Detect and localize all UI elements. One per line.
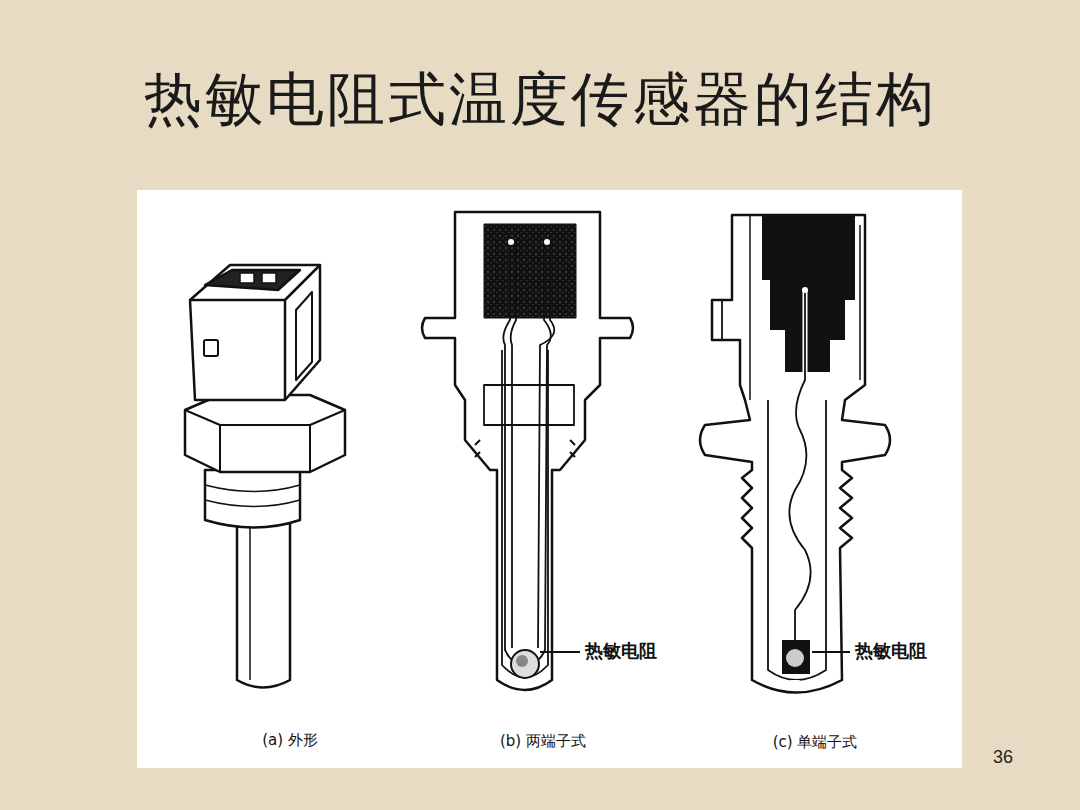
part-label: 热敏电阻 (853, 639, 929, 663)
slide-title: 热敏电阻式温度传感器的结构 (144, 61, 937, 139)
page-number: 36 (993, 747, 1013, 768)
single-terminal-section (700, 215, 890, 693)
figure-caption: (c) 单端子式 (773, 733, 858, 752)
white-panel (137, 190, 962, 768)
figure-caption: (a) 外形 (262, 731, 318, 750)
leader-line (540, 651, 580, 653)
two-terminal-section (422, 212, 633, 690)
leader-line (812, 651, 850, 653)
figure-caption: (b) 两端子式 (500, 732, 586, 751)
sensor-exterior (185, 265, 345, 688)
part-label: 热敏电阻 (583, 639, 659, 663)
